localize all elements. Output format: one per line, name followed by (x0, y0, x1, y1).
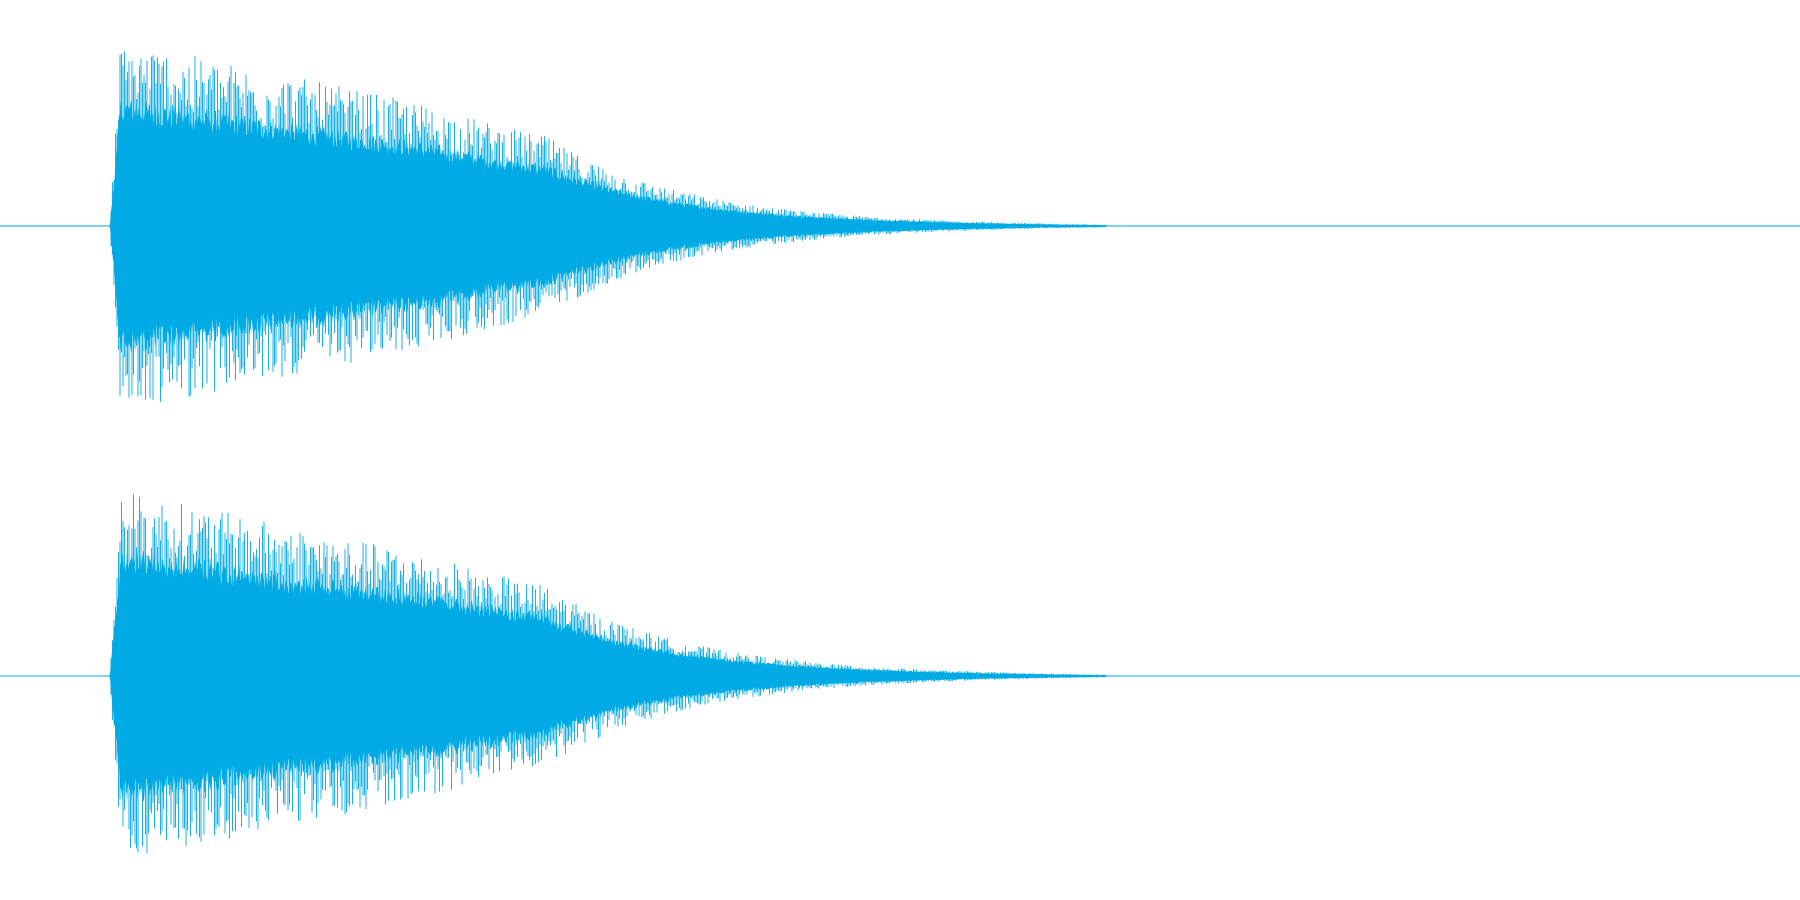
waveform-right (0, 494, 1800, 854)
samples-right (0, 494, 1800, 854)
samples-left (0, 51, 1800, 402)
channel-right[interactable] (0, 450, 1800, 900)
channel-left[interactable] (0, 0, 1800, 450)
waveform-left (0, 51, 1800, 402)
